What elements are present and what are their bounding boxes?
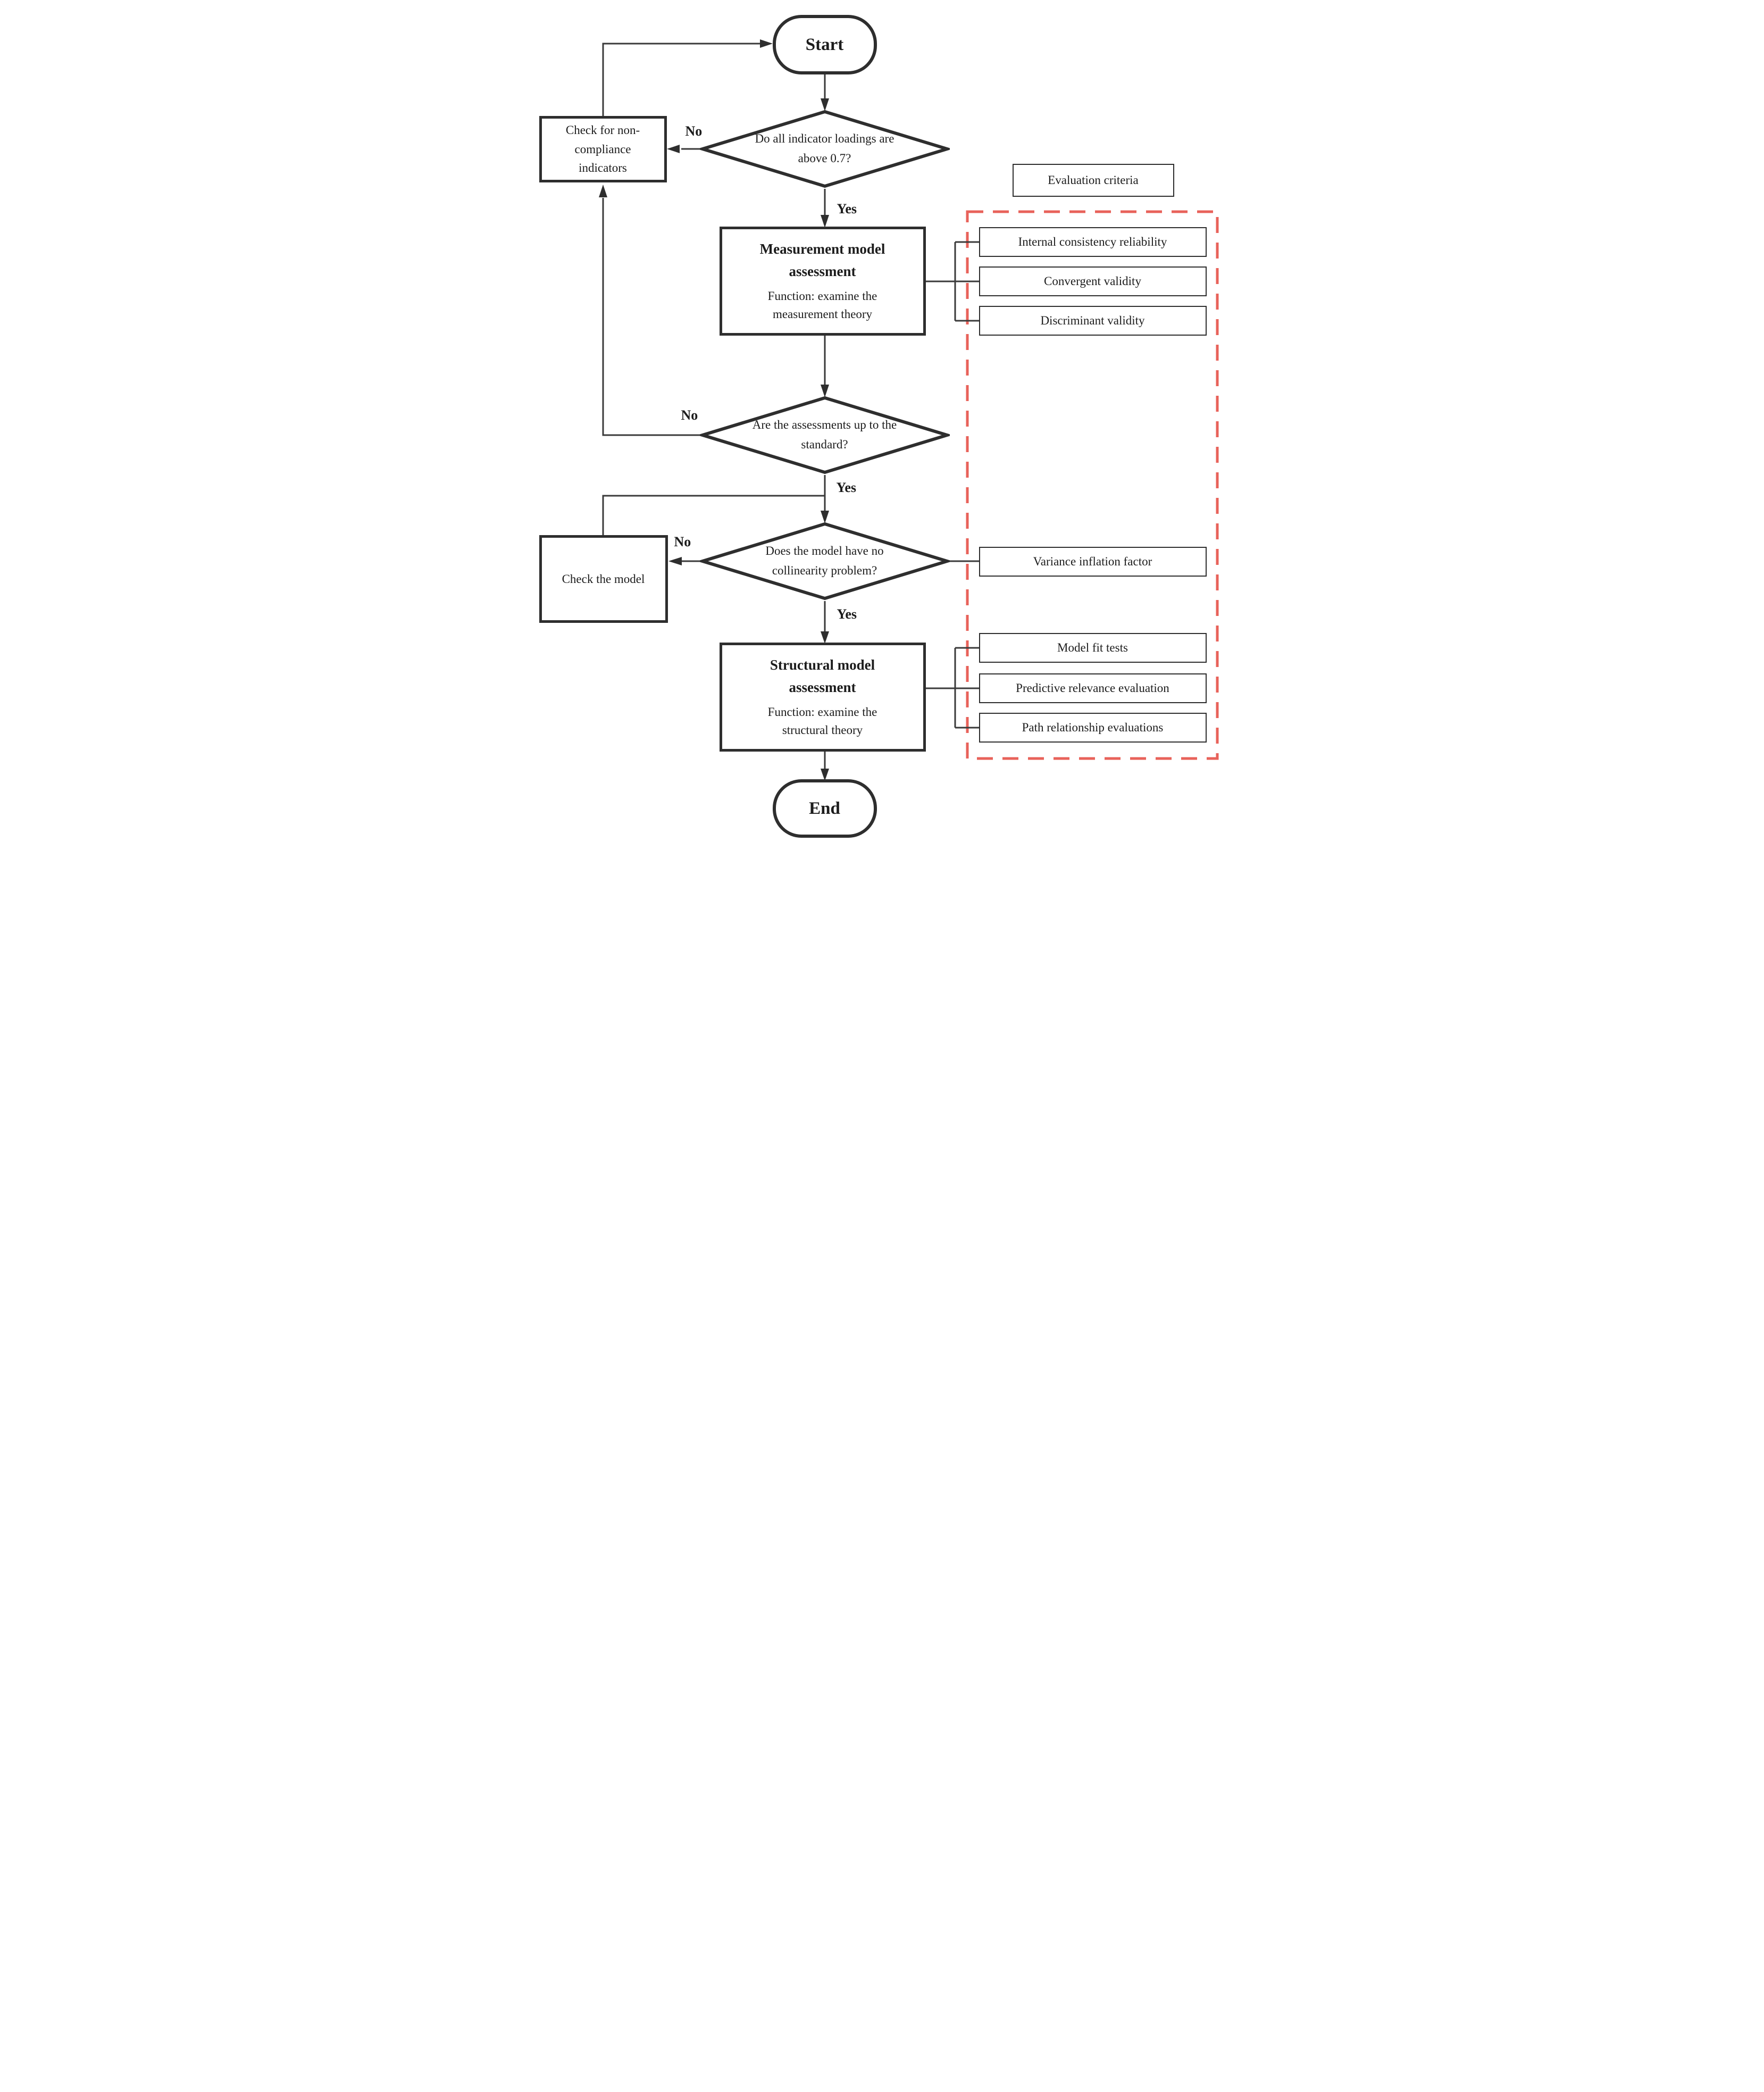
check-non-compliance-label: Check for non- compliance indicators xyxy=(565,123,640,175)
check-non-compliance-box: Check for non- compliance indicators xyxy=(539,116,667,182)
edge-label-yes-standard: Yes xyxy=(836,480,857,495)
edge-label-yes-loadings: Yes xyxy=(837,201,857,216)
criteria-internal-consistency: Internal consistency reliability xyxy=(979,227,1207,257)
arrow-into-check-indicators-right xyxy=(666,145,680,153)
criteria-internal-consistency-label: Internal consistency reliability xyxy=(1018,235,1167,248)
structural-model-assessment-box: Structural model assessment Function: ex… xyxy=(719,643,926,752)
edge-label-yes-collinearity: Yes xyxy=(837,606,857,622)
criteria-convergent-validity-label: Convergent validity xyxy=(1044,274,1141,288)
criteria-variance-inflation-factor: Variance inflation factor xyxy=(979,547,1207,577)
measurement-model-assessment-box: Measurement model assessment Function: e… xyxy=(719,227,926,336)
arrow-into-start xyxy=(759,39,773,48)
start-node: Start xyxy=(772,15,877,74)
edge-standard-no-loop xyxy=(602,198,700,436)
arrowheads xyxy=(598,39,829,781)
criteria-path-relationship-label: Path relationship evaluations xyxy=(1022,721,1164,734)
decision-indicator-loadings: Do all indicator loadings are above 0.7? xyxy=(699,109,950,189)
arrow-into-collinearity-decision xyxy=(820,511,829,523)
arrow-into-structural xyxy=(820,631,829,644)
decision-collinearity-label: Does the model have no collinearity prob… xyxy=(765,544,884,577)
check-the-model-box: Check the model xyxy=(539,535,668,623)
decision-indicator-loadings-label: Do all indicator loadings are above 0.7? xyxy=(755,132,894,165)
arrow-into-measurement xyxy=(820,215,829,228)
edge-label-no-loadings: No xyxy=(685,123,703,139)
end-label: End xyxy=(809,798,840,818)
diamond-shape xyxy=(699,522,950,601)
edges xyxy=(602,43,979,770)
decision-assessments-standard-label: Are the assessments up to the standard? xyxy=(752,418,897,451)
criteria-model-fit-tests: Model fit tests xyxy=(979,633,1207,663)
flowchart-figure: Start End Do all indicator loadings are … xyxy=(0,0,1764,856)
criteria-vif-label: Variance inflation factor xyxy=(1033,555,1152,568)
arrow-into-loadings-decision xyxy=(820,98,829,111)
decision-collinearity: Does the model have no collinearity prob… xyxy=(699,521,950,601)
criteria-predictive-relevance-label: Predictive relevance evaluation xyxy=(1016,681,1169,695)
diamond-shape xyxy=(699,396,950,474)
criteria-convergent-validity: Convergent validity xyxy=(979,266,1207,296)
edge-label-no-standard: No xyxy=(681,407,698,423)
criteria-discriminant-validity-label: Discriminant validity xyxy=(1040,314,1145,327)
evaluation-panel-dashed-border xyxy=(966,210,1218,760)
arrow-into-standard-decision xyxy=(820,385,829,397)
arrow-into-check-model xyxy=(668,557,682,565)
edge-checkmodel-loop xyxy=(602,495,825,535)
criteria-model-fit-label: Model fit tests xyxy=(1057,641,1128,654)
arrow-into-check-indicators-bottom xyxy=(598,185,607,197)
connector-layer xyxy=(598,39,1218,781)
measurement-model-subtitle: Function: examine the measurement theory xyxy=(767,289,877,321)
flowchart-canvas: Start End Do all indicator loadings are … xyxy=(529,10,1235,846)
measurement-model-title: Measurement model assessment xyxy=(759,241,885,279)
end-node: End xyxy=(772,779,877,838)
diamond-shape xyxy=(699,110,950,188)
decision-assessments-standard: Are the assessments up to the standard? xyxy=(699,395,950,475)
criteria-discriminant-validity: Discriminant validity xyxy=(979,306,1207,336)
criteria-predictive-relevance: Predictive relevance evaluation xyxy=(979,673,1207,703)
edge-checkindicators-to-start xyxy=(602,43,766,116)
evaluation-criteria-header: Evaluation criteria xyxy=(1012,164,1174,197)
criteria-path-relationship: Path relationship evaluations xyxy=(979,713,1207,743)
start-label: Start xyxy=(805,35,844,54)
check-the-model-label: Check the model xyxy=(562,572,645,586)
arrow-into-end xyxy=(820,769,829,781)
structural-model-title: Structural model assessment xyxy=(770,657,875,695)
structural-model-subtitle: Function: examine the structural theory xyxy=(767,705,877,737)
edge-label-no-collinearity: No xyxy=(674,534,691,549)
evaluation-criteria-label: Evaluation criteria xyxy=(1048,173,1139,187)
